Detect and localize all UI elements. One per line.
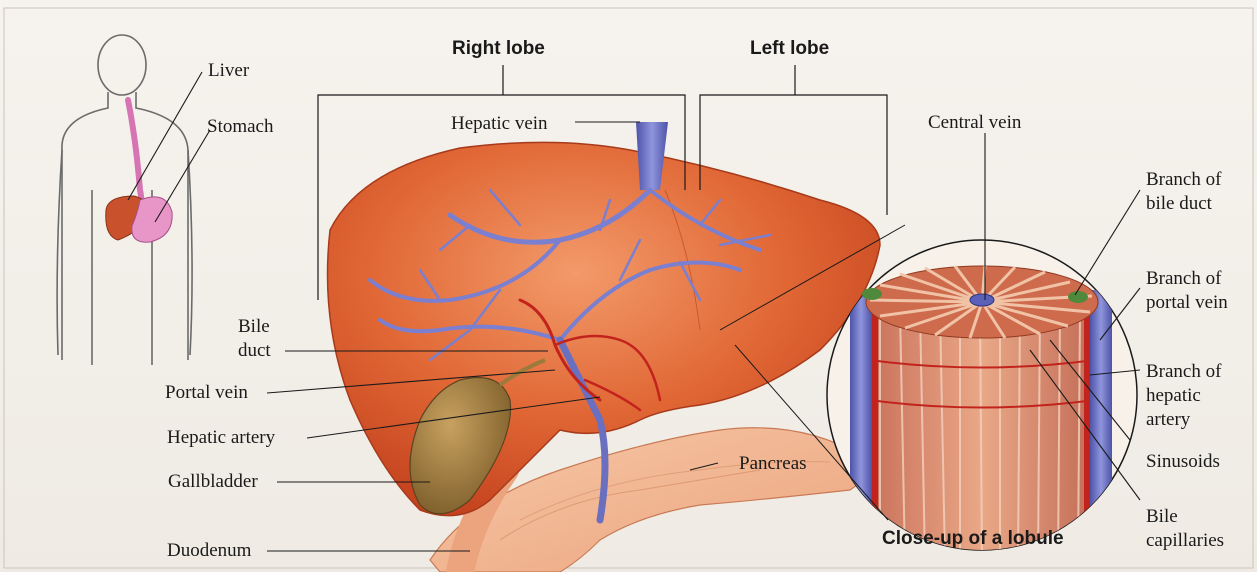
label-branch-hepatic-artery-line2: hepatic xyxy=(1146,385,1201,407)
label-pancreas: Pancreas xyxy=(739,453,807,475)
label-branch-hepatic-artery-line1: Branch of xyxy=(1146,361,1221,383)
label-branch-bile-duct-line2: bile duct xyxy=(1146,193,1212,215)
bile-duct-left xyxy=(862,288,882,300)
label-stomach: Stomach xyxy=(207,116,274,138)
central-vein-shape xyxy=(970,294,994,306)
label-bile-capillaries-line1: Bile xyxy=(1146,506,1178,528)
label-hepatic-vein: Hepatic vein xyxy=(451,113,548,135)
label-branch-bile-duct-line1: Branch of xyxy=(1146,169,1221,191)
label-bile-duct-line1: Bile xyxy=(238,316,270,338)
label-duodenum: Duodenum xyxy=(167,540,251,562)
label-branch-portal-vein-line1: Branch of xyxy=(1146,268,1221,290)
label-central-vein: Central vein xyxy=(928,112,1021,134)
lobule-closeup xyxy=(827,240,1137,560)
label-liver: Liver xyxy=(208,60,249,82)
heading-left-lobe: Left lobe xyxy=(750,38,829,60)
label-branch-hepatic-artery-line3: artery xyxy=(1146,409,1190,431)
bile-duct-right xyxy=(1068,291,1088,303)
heading-lobule-closeup: Close-up of a lobule xyxy=(882,528,1064,550)
label-gallbladder: Gallbladder xyxy=(168,471,258,493)
label-bile-duct-line2: duct xyxy=(238,340,271,362)
label-hepatic-artery: Hepatic artery xyxy=(167,427,275,449)
label-bile-capillaries-line2: capillaries xyxy=(1146,530,1224,552)
label-sinusoids: Sinusoids xyxy=(1146,451,1220,473)
label-branch-portal-vein-line2: portal vein xyxy=(1146,292,1228,314)
label-portal-vein: Portal vein xyxy=(165,382,248,404)
heading-right-lobe: Right lobe xyxy=(452,38,545,60)
